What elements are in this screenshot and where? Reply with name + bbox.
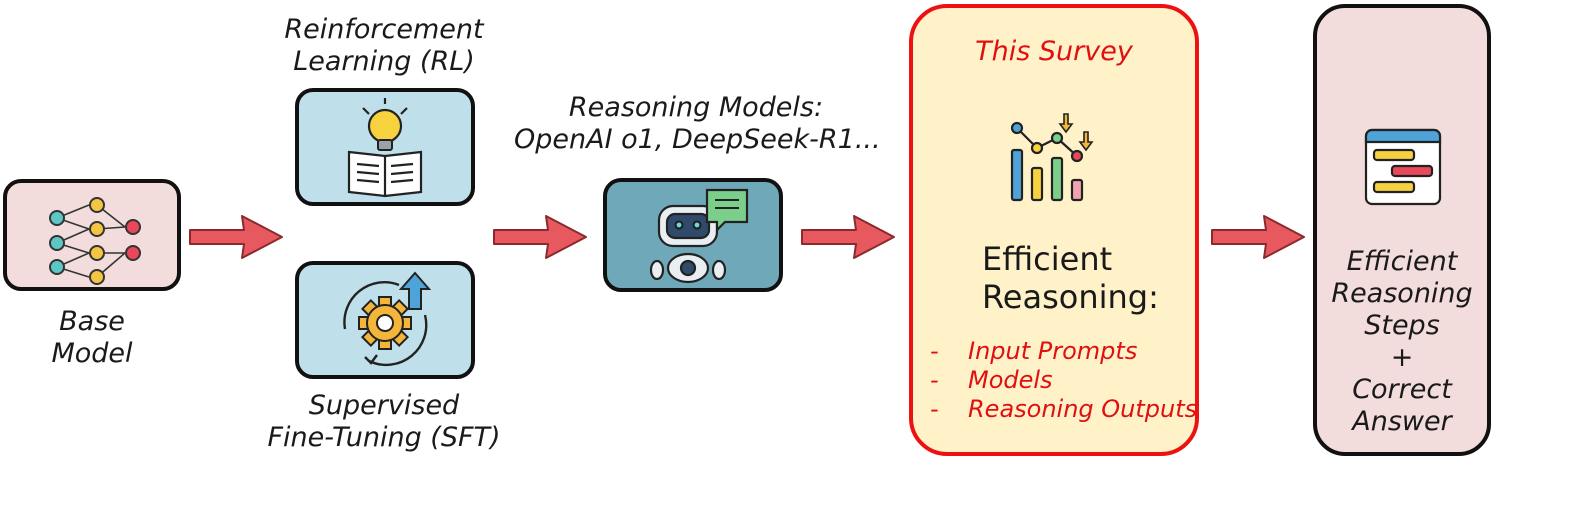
survey-bullet-item: - Input Prompts	[930, 337, 1197, 366]
sft-label-line2: Fine-Tuning (SFT)	[267, 422, 501, 453]
arrow-base-to-training	[189, 215, 283, 259]
survey-heading-line2: Reasoning:	[982, 278, 1159, 316]
survey-bullet-item: - Models	[930, 366, 1197, 395]
output-label-line3: Steps	[1364, 310, 1440, 341]
base-model-label-line2: Model	[51, 338, 133, 369]
arrow-survey-to-output	[1211, 215, 1305, 259]
sft-box	[295, 261, 475, 379]
bullet-marker: -	[930, 395, 939, 423]
survey-box	[909, 4, 1199, 456]
arrow-training-to-reasoning	[493, 215, 587, 259]
output-label-line1: Efficient	[1346, 246, 1458, 277]
gear-cycle-icon	[343, 271, 432, 367]
reasoning-models-box	[603, 178, 783, 292]
bullet-marker: -	[930, 366, 939, 394]
rl-label: Reinforcement Learning (RL)	[256, 14, 512, 78]
sft-label: Supervised Fine-Tuning (SFT)	[248, 390, 520, 454]
reasoning-models-label-line2: OpenAI o1, DeepSeek-R1...	[514, 124, 881, 155]
rl-box	[295, 88, 475, 206]
survey-bullet-item: - Reasoning Outputs	[930, 395, 1197, 424]
output-label-line5: Correct	[1352, 374, 1452, 405]
survey-heading-line1: Efficient	[982, 240, 1113, 278]
output-label: Efficient Reasoning Steps + Correct Answ…	[1313, 246, 1491, 438]
reasoning-models-label: Reasoning Models: OpenAI o1, DeepSeek-R1…	[514, 92, 881, 156]
survey-title: This Survey	[975, 36, 1133, 67]
output-box	[1313, 4, 1491, 456]
base-model-label-line1: Base	[59, 306, 125, 337]
output-label-line2: Reasoning	[1331, 278, 1473, 309]
rl-label-line2: Learning (RL)	[293, 46, 475, 77]
reasoning-models-label-line1: Reasoning Models:	[568, 92, 824, 123]
robot-chat-icon	[649, 188, 749, 284]
bullet-marker: -	[930, 337, 939, 365]
survey-bullet-list: - Input Prompts - Models - Reasoning Output…	[930, 337, 1197, 424]
survey-heading: Efficient Reasoning:	[982, 240, 1159, 316]
lightbulb-book-icon	[347, 98, 423, 198]
output-label-line4: +	[1390, 342, 1414, 373]
survey-bullet-text: Models	[968, 366, 1053, 394]
chart-trend-icon	[1010, 113, 1094, 202]
sft-label-line1: Supervised	[308, 390, 460, 421]
arrow-reasoning-to-survey	[801, 215, 895, 259]
output-label-line6: Answer	[1352, 406, 1452, 437]
base-model-label: Base Model	[0, 306, 184, 370]
chat-window-icon	[1364, 128, 1442, 206]
rl-label-line1: Reinforcement	[284, 14, 484, 45]
neural-network-icon	[49, 197, 141, 285]
survey-bullet-text: Input Prompts	[968, 337, 1138, 365]
survey-bullet-text: Reasoning Outputs	[968, 395, 1198, 423]
base-model-box	[3, 179, 181, 291]
